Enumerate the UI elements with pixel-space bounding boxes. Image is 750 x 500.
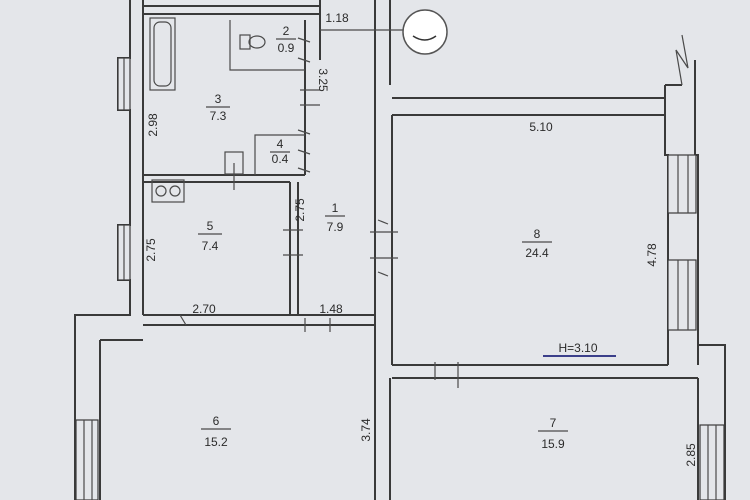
dim-3-74: 3.74	[359, 418, 373, 442]
room-2-number: 2	[283, 24, 290, 38]
room-1-number: 1	[332, 201, 339, 215]
windows	[75, 57, 725, 500]
room-4-number: 4	[277, 137, 284, 151]
toilet	[239, 34, 251, 50]
room-8-number: 8	[534, 227, 541, 241]
room-4-area: 0.4	[272, 152, 289, 166]
room-5-area: 7.4	[202, 239, 219, 253]
room-8-area: 24.4	[525, 246, 549, 260]
room-7-number: 7	[550, 416, 557, 430]
bathtub	[149, 17, 176, 91]
room-6-area: 15.2	[204, 435, 228, 449]
room-2-area: 0.9	[278, 41, 295, 55]
ceiling-height-label: H=3.10	[558, 341, 597, 355]
room-3-number: 3	[215, 92, 222, 106]
ceiling-height: H=3.10	[543, 341, 616, 357]
stove	[151, 179, 185, 203]
dim-2-75-left: 2.75	[144, 238, 158, 262]
room-labels: 2 0.9 3 7.3 4 0.4 5 7.4 1 7.9 8 24.4 6 1…	[198, 24, 568, 451]
room-3-area: 7.3	[210, 109, 227, 123]
dim-1-18: 1.18	[325, 11, 349, 25]
dim-2-75-mid: 2.75	[293, 198, 307, 222]
dim-5-10: 5.10	[529, 120, 553, 134]
dim-2-85: 2.85	[684, 443, 698, 467]
fixtures	[149, 9, 459, 388]
dim-2-70: 2.70	[192, 302, 216, 316]
room-1-area: 7.9	[327, 220, 344, 234]
dim-1-48: 1.48	[319, 302, 343, 316]
room-5-number: 5	[207, 219, 214, 233]
walls	[74, 0, 726, 500]
stamp-circle	[402, 9, 448, 55]
dim-2-98: 2.98	[146, 113, 160, 137]
dimension-labels: 1.18 3.25 2.98 2.75 2.75 2.70 1.48 5.10 …	[144, 11, 698, 467]
room-7-area: 15.9	[541, 437, 565, 451]
room-6-number: 6	[213, 414, 220, 428]
dim-3-25: 3.25	[316, 68, 330, 92]
dim-4-78: 4.78	[645, 243, 659, 267]
